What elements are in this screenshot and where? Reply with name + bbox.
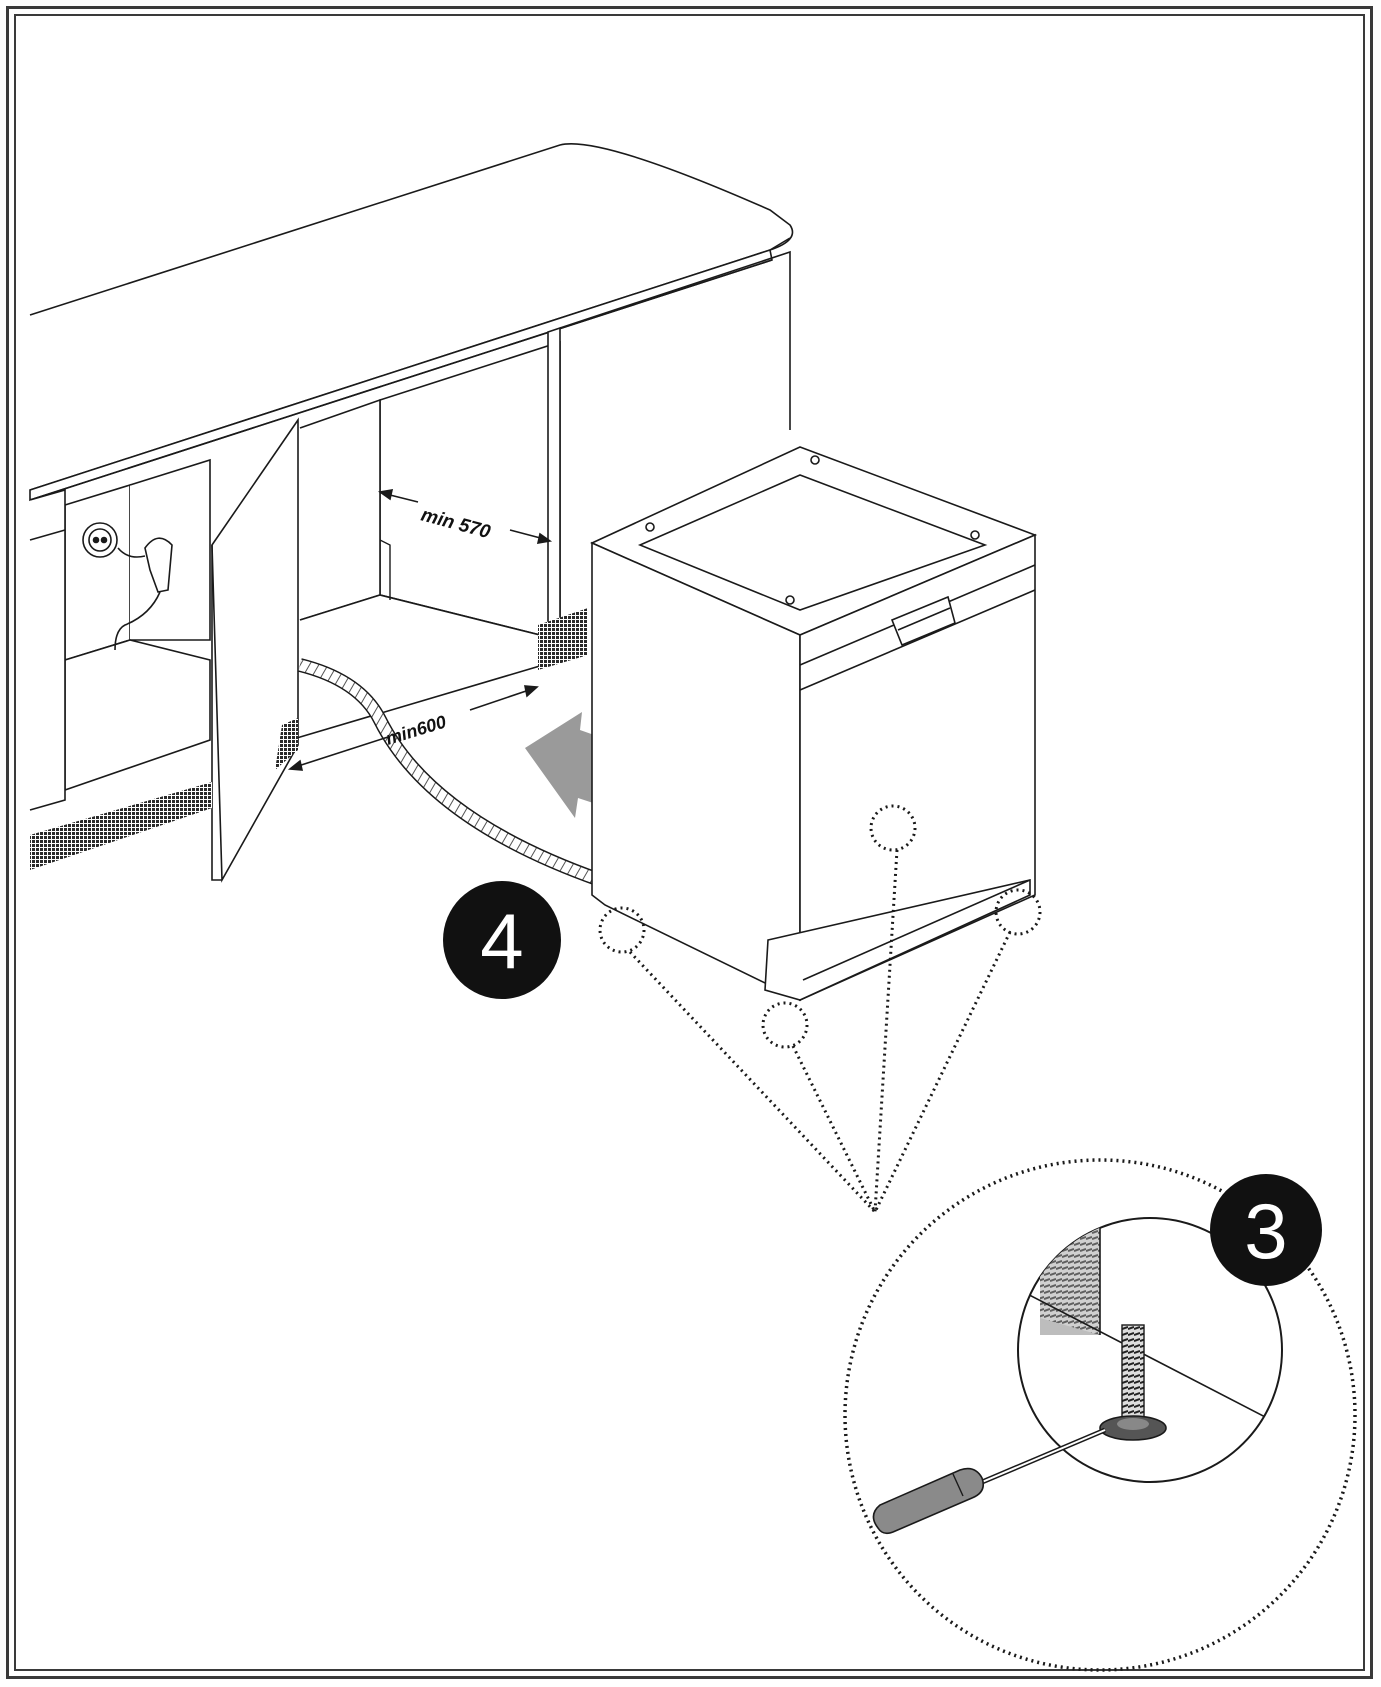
dimension-width (377, 489, 553, 544)
step-number-push: 4 (480, 897, 523, 985)
drain-hose-texture (298, 659, 602, 886)
screwdriver-icon (872, 1427, 1106, 1535)
step-badge-adjust: 3 (1210, 1174, 1322, 1286)
outer-frame (6, 6, 1373, 1679)
niche-notch (379, 539, 391, 600)
leveling-feet-callouts (598, 804, 1042, 1214)
power-outlet-icon (82, 522, 118, 558)
inner-frame (14, 14, 1365, 1671)
step-number-adjust: 3 (1244, 1187, 1287, 1275)
dimension-depth (287, 685, 539, 771)
zoom-detail-outline (843, 1158, 1357, 1672)
power-plug-icon (114, 537, 173, 651)
depth-min-label: min600 (383, 712, 448, 749)
dishwasher (590, 446, 1038, 1002)
step-badge-push: 4 (443, 881, 561, 999)
